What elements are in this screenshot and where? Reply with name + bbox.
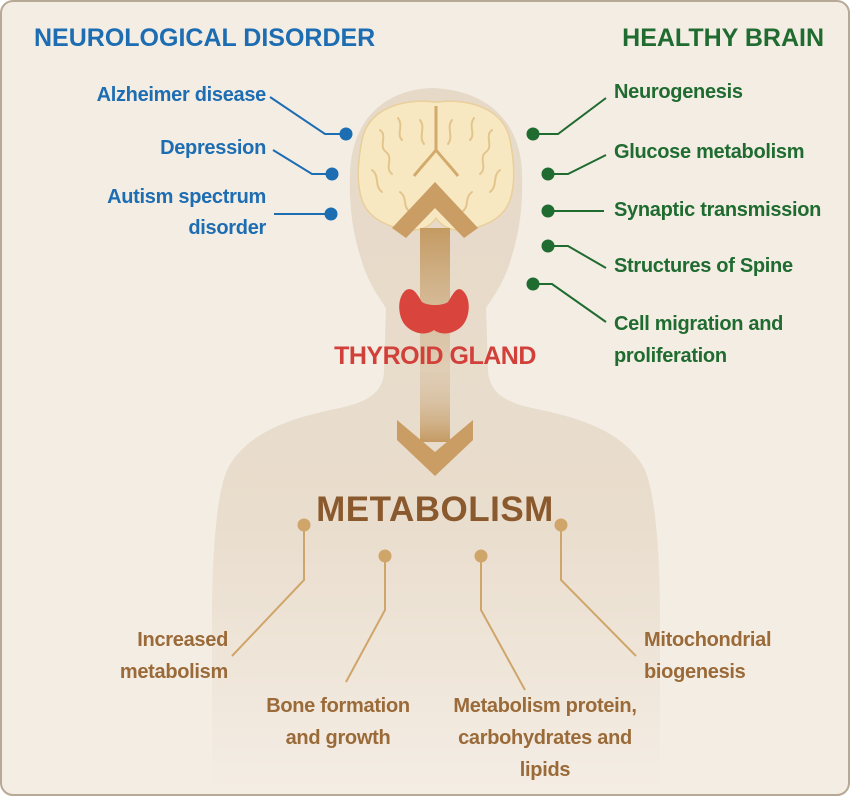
heading-healthy-brain: HEALTHY BRAIN [622, 24, 824, 52]
healthy-structures-of-spine: Structures of Spine [614, 255, 793, 277]
effect-increased-metabolism-line1: Increased [137, 629, 228, 651]
effect-dots [297, 518, 568, 563]
effect-mitochondrial-line2: biogenesis [644, 661, 746, 683]
healthy-neurogenesis: Neurogenesis [614, 81, 743, 103]
metabolism-label: METABOLISM [316, 490, 554, 529]
heading-neurological-disorder: NEUROLOGICAL DISORDER [34, 24, 376, 52]
brain-illustration [357, 100, 515, 231]
arrow-head-down [397, 420, 473, 476]
healthy-dots [526, 127, 555, 291]
healthy-cell-migration-line2: proliferation [614, 345, 727, 367]
disorder-autism-line2: disorder [188, 217, 266, 239]
effect-bone-formation-line1: Bone formation [266, 695, 410, 717]
thyroid-gland-label: THYROID GLAND [334, 342, 536, 370]
disorder-autism-line1: Autism spectrum [107, 186, 266, 208]
disorder-depression: Depression [160, 137, 266, 159]
disorder-connectors [269, 96, 346, 215]
healthy-glucose-metabolism: Glucose metabolism [614, 141, 805, 163]
effect-metabolism-protein-line1: Metabolism protein, [453, 695, 637, 717]
disorder-dots [324, 127, 353, 221]
effect-connectors [231, 525, 637, 691]
effect-increased-metabolism-line2: metabolism [119, 661, 228, 683]
thyroid-gland-shape [399, 289, 469, 334]
healthy-synaptic-transmission: Synaptic transmission [614, 199, 822, 221]
healthy-connectors [533, 97, 607, 323]
effect-metabolism-protein-line2: carbohydrates and [458, 727, 632, 749]
disorder-alzheimer: Alzheimer disease [96, 84, 267, 106]
arrow-head-up [392, 182, 478, 238]
effect-bone-formation-line2: and growth [285, 727, 391, 749]
effect-mitochondrial-line1: Mitochondrial [644, 629, 772, 651]
healthy-cell-migration-line1: Cell migration and [614, 313, 784, 335]
effect-metabolism-protein-line3: lipids [519, 759, 571, 781]
